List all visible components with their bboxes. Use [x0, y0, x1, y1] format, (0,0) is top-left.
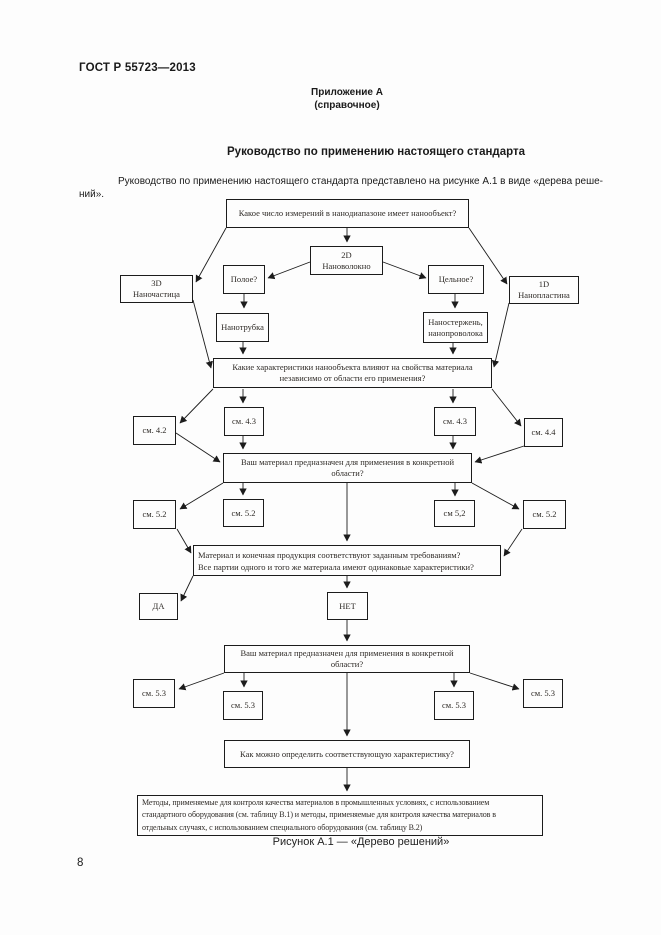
flow-box-characteristics-question: Какие характеристики нанообъекта влияют …	[213, 358, 492, 388]
page-number: 8	[77, 857, 84, 869]
flow-box-3d-nanoparticle: 3D Наночастица	[120, 275, 193, 303]
flow-box-requirements-question: Материал и конечная продукция соответств…	[193, 545, 501, 576]
flow-box-see-4-2: см. 4.2	[133, 416, 176, 445]
flow-box-dimensions-question: Какое число измерений в нанодиапазоне им…	[226, 199, 469, 228]
figure-caption: Рисунок А.1 — «Дерево решений»	[272, 836, 450, 848]
section-title: Руководство по применению настоящего ста…	[227, 146, 526, 158]
intro-paragraph-line1: Руководство по применению настоящего ста…	[118, 176, 604, 187]
flow-box-see-5-2-outer-left: см. 5.2	[133, 500, 176, 529]
flow-box-see-5-3-outer-left: см. 5.3	[133, 679, 175, 708]
flow-box-see-5-3-inner-left: см. 5.3	[223, 691, 263, 720]
flow-box-see-5-2-inner-left: см. 5.2	[223, 499, 264, 527]
flow-box-hollow: Полое?	[223, 265, 265, 294]
flow-box-see-5-2-inner-right: см 5,2	[434, 500, 475, 527]
flow-box-methods: Методы, применяемые для контроля качеств…	[137, 795, 543, 836]
flow-box-see-5-3-outer-right: см. 5.3	[523, 679, 563, 708]
flow-box-specific-area-question-1: Ваш материал предназначен для применения…	[223, 453, 472, 483]
flow-box-2d-nanofiber: 2D Нановолокно	[310, 246, 383, 275]
flow-box-determine-question: Как можно определить соответствующую хар…	[224, 740, 470, 768]
intro-paragraph-line2: ний».	[79, 189, 105, 200]
flow-box-see-4-3-left: см. 4.3	[224, 407, 264, 436]
annex-heading: Приложение А (справочное)	[147, 86, 547, 112]
flow-box-see-4-3-right: см. 4.3	[434, 407, 476, 436]
flow-box-see-5-3-inner-right: см. 5.3	[434, 691, 474, 720]
flow-box-yes: ДА	[139, 593, 178, 620]
annex-label: Приложение А	[311, 87, 383, 98]
flow-box-nanorod-nanowire: Наностержень, нанопроволока	[423, 312, 488, 343]
standard-number: ГОСТ Р 55723—2013	[79, 62, 196, 74]
flow-box-solid: Цельное?	[428, 265, 484, 294]
flow-box-no: НЕТ	[327, 592, 368, 620]
flow-box-1d-nanoplate: 1D Нанопластина	[509, 276, 579, 304]
annex-type: (справочное)	[314, 100, 380, 111]
flow-box-see-5-2-outer-right: см. 5.2	[523, 500, 566, 529]
flow-box-see-4-4: см. 4.4	[524, 418, 563, 447]
flow-box-specific-area-question-2: Ваш материал предназначен для применения…	[224, 645, 470, 673]
flow-box-nanotube: Нанотрубка	[216, 313, 269, 342]
